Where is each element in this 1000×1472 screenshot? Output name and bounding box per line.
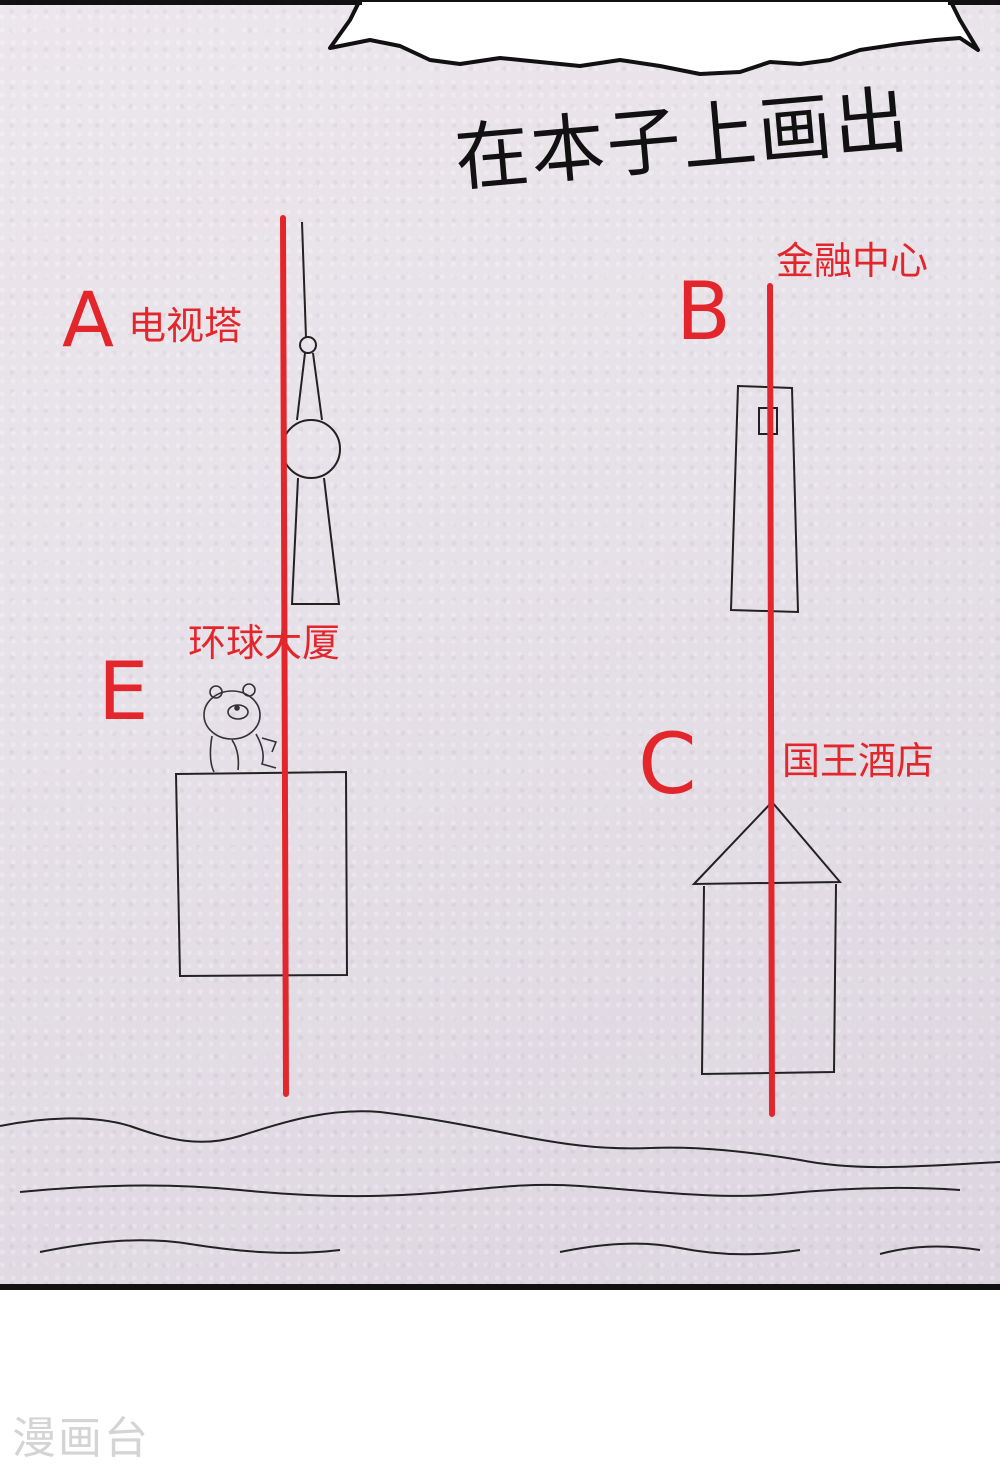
- marker-letter-e: E: [98, 645, 149, 738]
- river-waves: [0, 1110, 1000, 1256]
- axis-line-right: [767, 283, 775, 1117]
- marker-letter-a: A: [62, 275, 114, 364]
- axis-line-left: [280, 215, 289, 1097]
- global-building-drawing: [174, 770, 349, 978]
- financial-center-drawing: [729, 384, 800, 614]
- marker-letter-c: C: [638, 715, 697, 813]
- sketch-drawing: [0, 0, 1000, 1256]
- watermark-logo: 漫画台: [12, 1413, 150, 1464]
- bear-sketch: [203, 683, 278, 773]
- label-financial-center: 金融中心: [776, 239, 929, 283]
- comic-panel: 在本子上画出 A 电视塔 B 金融中心 E 环球大厦 C 国王酒店: [0, 0, 1000, 1290]
- label-king-hotel: 国王酒店: [782, 739, 935, 783]
- king-hotel-drawing: [691, 800, 843, 1076]
- tv-tower-drawing: [281, 221, 341, 605]
- label-global-building: 环球大厦: [188, 621, 341, 665]
- speech-bubble: [328, 0, 980, 76]
- marker-letter-b: B: [676, 265, 731, 358]
- label-tv-tower: 电视塔: [128, 304, 243, 348]
